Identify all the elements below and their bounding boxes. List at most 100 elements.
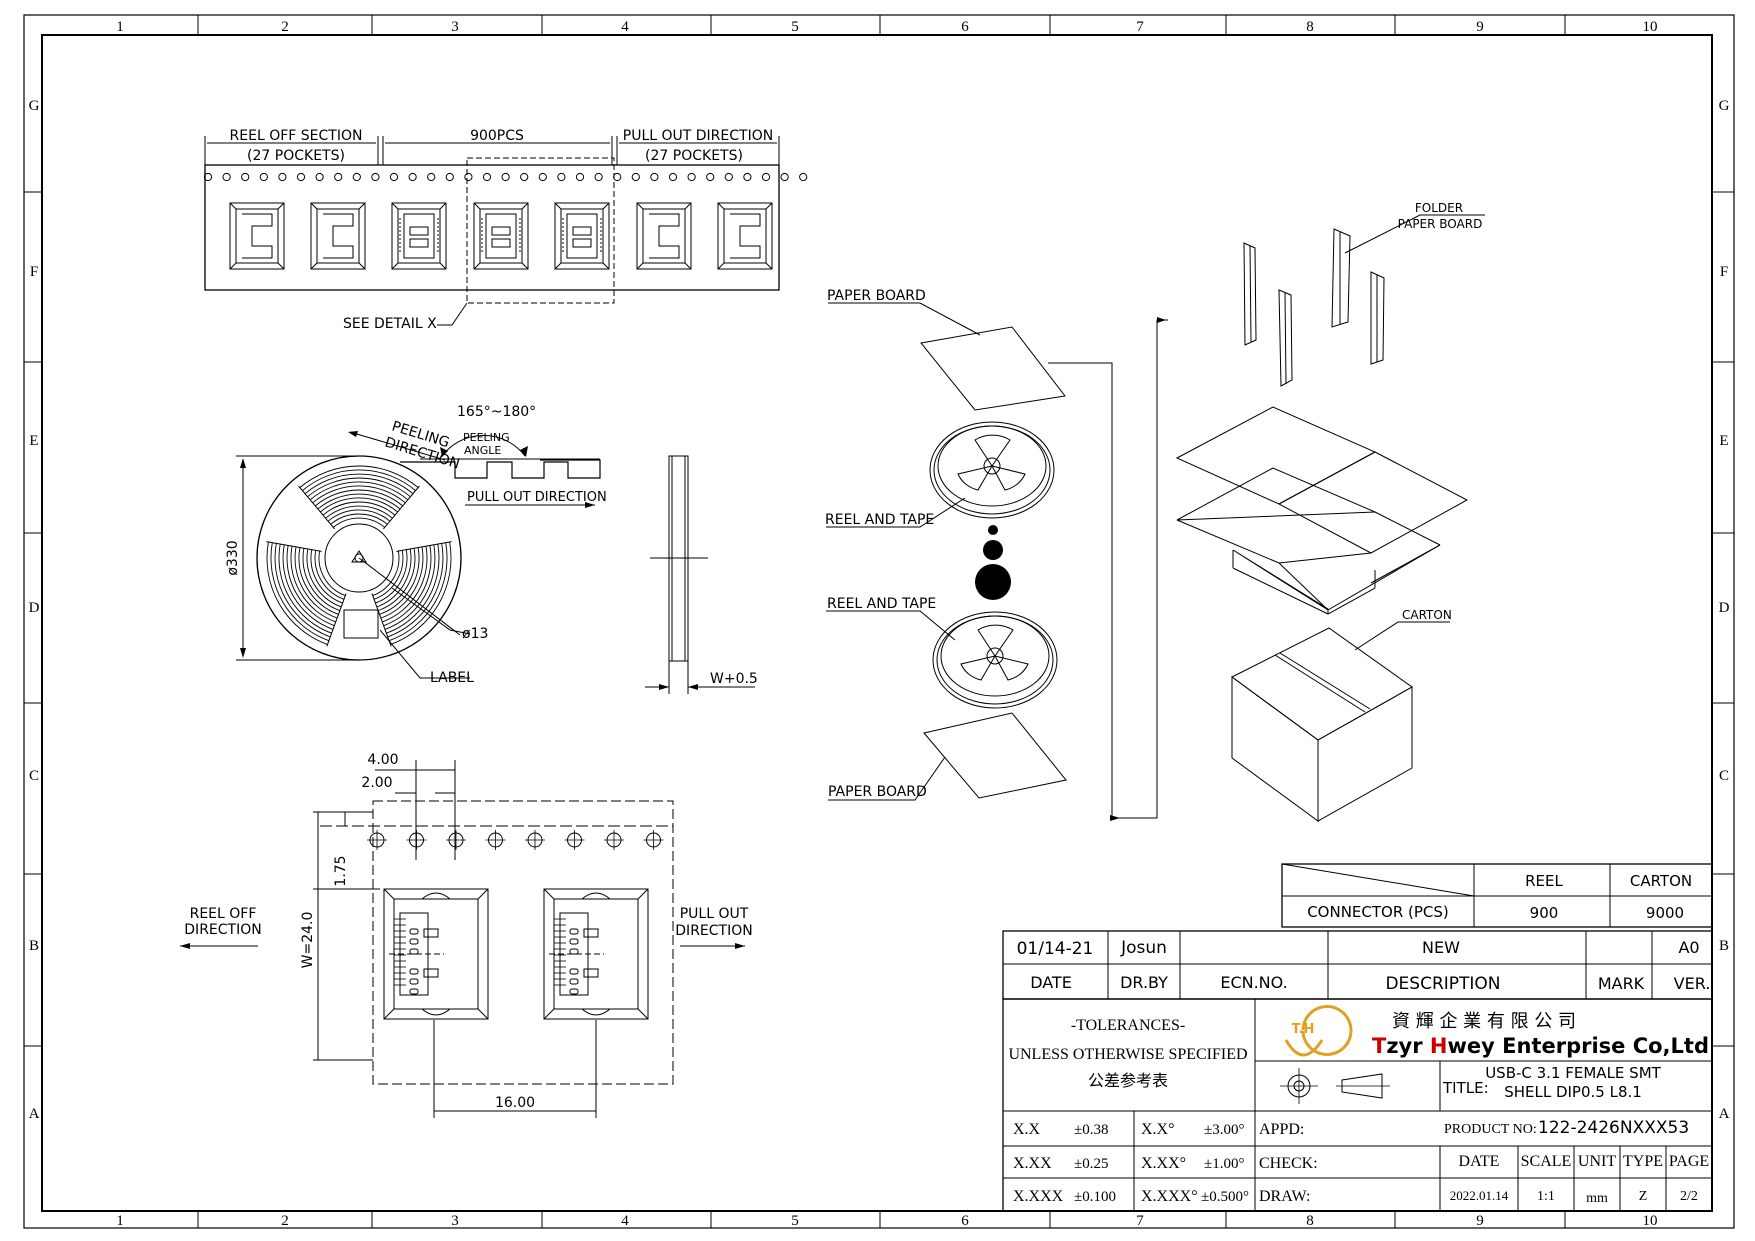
- col-label-bottom: 9: [1476, 1213, 1484, 1229]
- dim-4-00: 4.00: [367, 752, 398, 768]
- tol-row3-b: ±0.100: [1074, 1189, 1116, 1205]
- sprocket-hole: [241, 172, 250, 182]
- company-logo: T.H: [1284, 1005, 1353, 1057]
- rev-h-drby: DR.BY: [1120, 973, 1168, 992]
- reel-off-section-label: REEL OFF SECTION: [230, 128, 363, 144]
- pull-out-direction-2: DIRECTION: [675, 923, 752, 939]
- reel-window-arcs: [266, 465, 452, 647]
- packing-exploded-view: PAPER BOARD REEL AND TAPE REEL AND TAPE …: [825, 201, 1485, 822]
- col-label-bottom: 3: [451, 1213, 459, 1229]
- sprocket-hole: [650, 172, 659, 182]
- qty-reel-header: REEL: [1525, 872, 1563, 890]
- dim-16-00: 16.00: [495, 1095, 535, 1111]
- detail-pocket: [543, 888, 649, 1020]
- sprocket-hole: [501, 172, 510, 182]
- col-label-top: 9: [1476, 19, 1484, 35]
- detail-sprocket-hole: [604, 830, 624, 850]
- row-label-left: E: [29, 433, 38, 449]
- row-label-right: A: [1719, 1106, 1730, 1122]
- row-label-left: B: [29, 938, 39, 954]
- sprocket-hole: [575, 172, 585, 182]
- col-label-top: 6: [961, 19, 969, 35]
- dim-2-00: 2.00: [361, 775, 392, 791]
- sprocket-hole: [464, 172, 473, 182]
- sprocket-hole: [743, 172, 752, 182]
- paper-board-top-label: PAPER BOARD: [827, 288, 926, 304]
- tb-v-scale: 1:1: [1537, 1189, 1555, 1204]
- tol-row2-a: X.XX: [1013, 1155, 1052, 1172]
- qty-carton-header: CARTON: [1630, 872, 1692, 890]
- sprocket-hole: [315, 172, 324, 182]
- reel-and-tape-2-label: REEL AND TAPE: [827, 596, 936, 612]
- col-label-bottom: 5: [791, 1213, 799, 1229]
- folder-label: FOLDER: [1415, 201, 1463, 215]
- sprocket-hole: [799, 172, 808, 182]
- check-label: CHECK:: [1259, 1155, 1318, 1172]
- detail-pocket: [383, 888, 489, 1020]
- rev-version: A0: [1678, 938, 1699, 957]
- col-label-top: 7: [1136, 19, 1144, 35]
- sprocket-hole: [278, 172, 287, 182]
- sprocket-hole: [538, 172, 547, 182]
- tb-v-page: 2/2: [1680, 1189, 1698, 1204]
- sprocket-hole: [687, 172, 696, 182]
- logo-text: T.H: [1292, 1022, 1315, 1037]
- tape-top-view: REEL OFF SECTION (27 POCKETS) 900PCS PUL…: [203, 128, 808, 332]
- sprocket-hole: [352, 172, 361, 182]
- detail-sprocket-hole: [525, 830, 545, 850]
- reel-off-pockets-label: (27 POCKETS): [247, 148, 345, 164]
- reel-off-direction-2: DIRECTION: [184, 922, 261, 938]
- detail-x-view: 4.00 2.00 1.75 W=24.0 16.00 REEL OFF DIR…: [180, 752, 753, 1118]
- dim-w-24: W=24.0: [300, 912, 316, 969]
- appd-label: APPD:: [1259, 1121, 1304, 1138]
- col-label-top: 1: [116, 19, 124, 35]
- reel-window: [266, 541, 347, 647]
- pull-out-direction-label: PULL OUT DIRECTION: [623, 128, 773, 144]
- row-label-left: C: [29, 768, 39, 784]
- reel-width-label: W+0.5: [710, 671, 758, 687]
- rev-h-version: VER.: [1674, 974, 1711, 993]
- row-label-right: F: [1720, 264, 1728, 280]
- qty-carton-value: 9000: [1646, 904, 1684, 922]
- sprocket-hole: [408, 172, 417, 182]
- col-label-top: 10: [1643, 19, 1658, 35]
- rev-date: 01/14-21: [1017, 939, 1094, 959]
- detail-sprocket-holes: [367, 830, 664, 850]
- pull-out-pockets-label: (27 POCKETS): [645, 148, 743, 164]
- tb-h-page: PAGE: [1669, 1153, 1709, 1170]
- tape-pockets: [229, 202, 773, 270]
- rev-h-description: DESCRIPTION: [1385, 974, 1500, 994]
- title-line-1: USB-C 3.1 FEMALE SMT: [1485, 1064, 1661, 1082]
- revision-block: 01/14-21 Josun NEW A0 DATE DR.BY ECN.NO.…: [1002, 930, 1713, 1000]
- sprocket-hole: [371, 172, 380, 182]
- col-label-bottom: 8: [1306, 1213, 1314, 1229]
- tol-row1-a: X.X: [1013, 1121, 1041, 1138]
- col-label-top: 4: [621, 19, 629, 35]
- row-label-right: D: [1719, 600, 1730, 616]
- rev-h-date: DATE: [1030, 973, 1072, 992]
- open-carton: [1175, 406, 1469, 615]
- sprocket-hole: [668, 172, 678, 182]
- row-label-left: D: [29, 600, 40, 616]
- reel-front-view: LABEL ø13 ø330 PEELING DIRECTION 165°~18…: [225, 404, 607, 686]
- qty-reel-value: 900: [1530, 904, 1559, 922]
- col-label-top: 5: [791, 19, 799, 35]
- tape-pocket: [717, 202, 773, 270]
- sprocket-hole: [389, 172, 399, 182]
- tolerances-subtitle: UNLESS OTHERWISE SPECIFIED: [1008, 1046, 1247, 1063]
- reel-off-direction-1: REEL OFF: [190, 906, 257, 922]
- sprocket-hole: [594, 172, 603, 182]
- col-label-top: 3: [451, 19, 459, 35]
- sprocket-hole: [296, 172, 306, 182]
- reel-window: [371, 541, 452, 647]
- sprocket-hole: [334, 172, 343, 182]
- reel-window: [298, 465, 420, 530]
- sprocket-hole: [259, 172, 268, 182]
- row-label-left: G: [29, 98, 40, 114]
- reel-side-view: W+0.5: [645, 455, 758, 694]
- row-label-left: A: [29, 1106, 40, 1122]
- company-chinese-name: 資 輝 企 業 有 限 公 司: [1392, 1011, 1576, 1032]
- tb-h-unit: UNIT: [1578, 1153, 1616, 1170]
- sprocket-hole: [613, 172, 622, 182]
